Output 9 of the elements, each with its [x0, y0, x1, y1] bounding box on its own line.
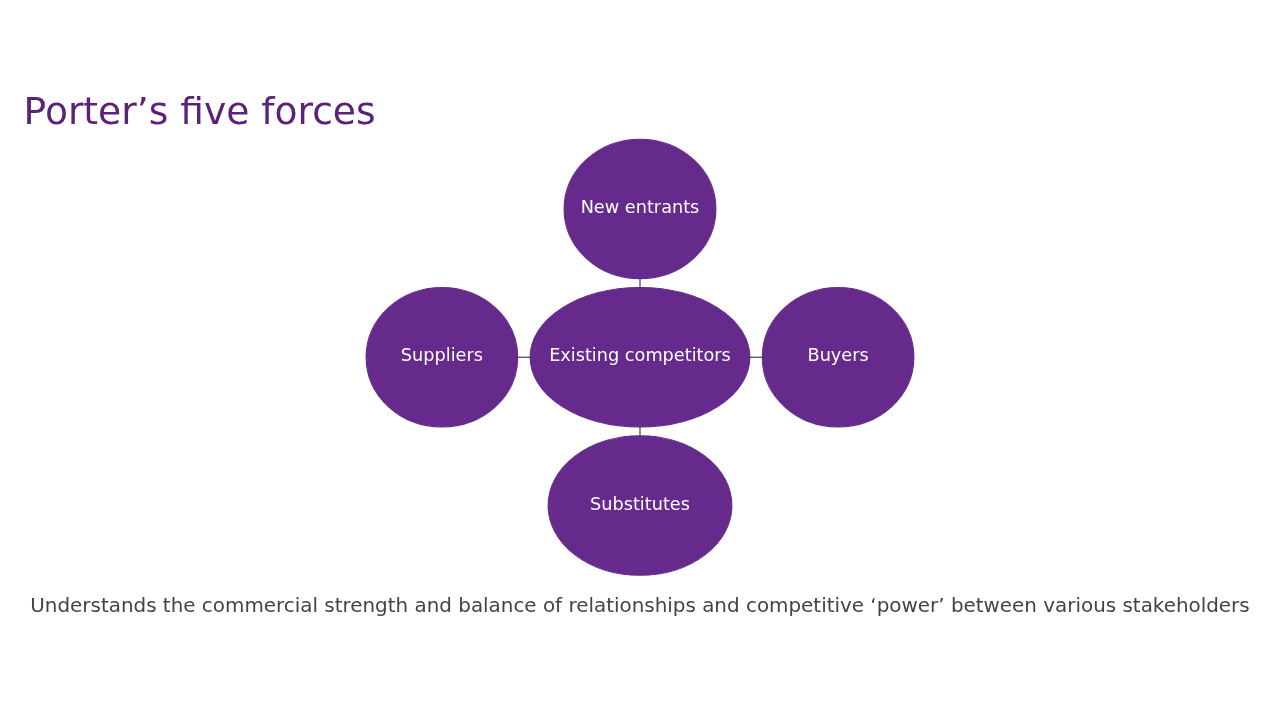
diagram-title: Porter’s five forces: [23, 88, 376, 133]
node-ellipse: Substitutes: [547, 435, 733, 576]
node-circle: New entrants: [563, 138, 717, 280]
caption: Understands the commercial strength and balance of relationships and competitive ‘power’ between various stakeholders: [30, 594, 1250, 618]
node-circle: Buyers: [761, 286, 915, 428]
connector: [639, 278, 641, 288]
node-ellipse: Existing competitors: [529, 286, 751, 428]
node-circle: Suppliers: [365, 286, 519, 428]
connector: [639, 426, 641, 437]
